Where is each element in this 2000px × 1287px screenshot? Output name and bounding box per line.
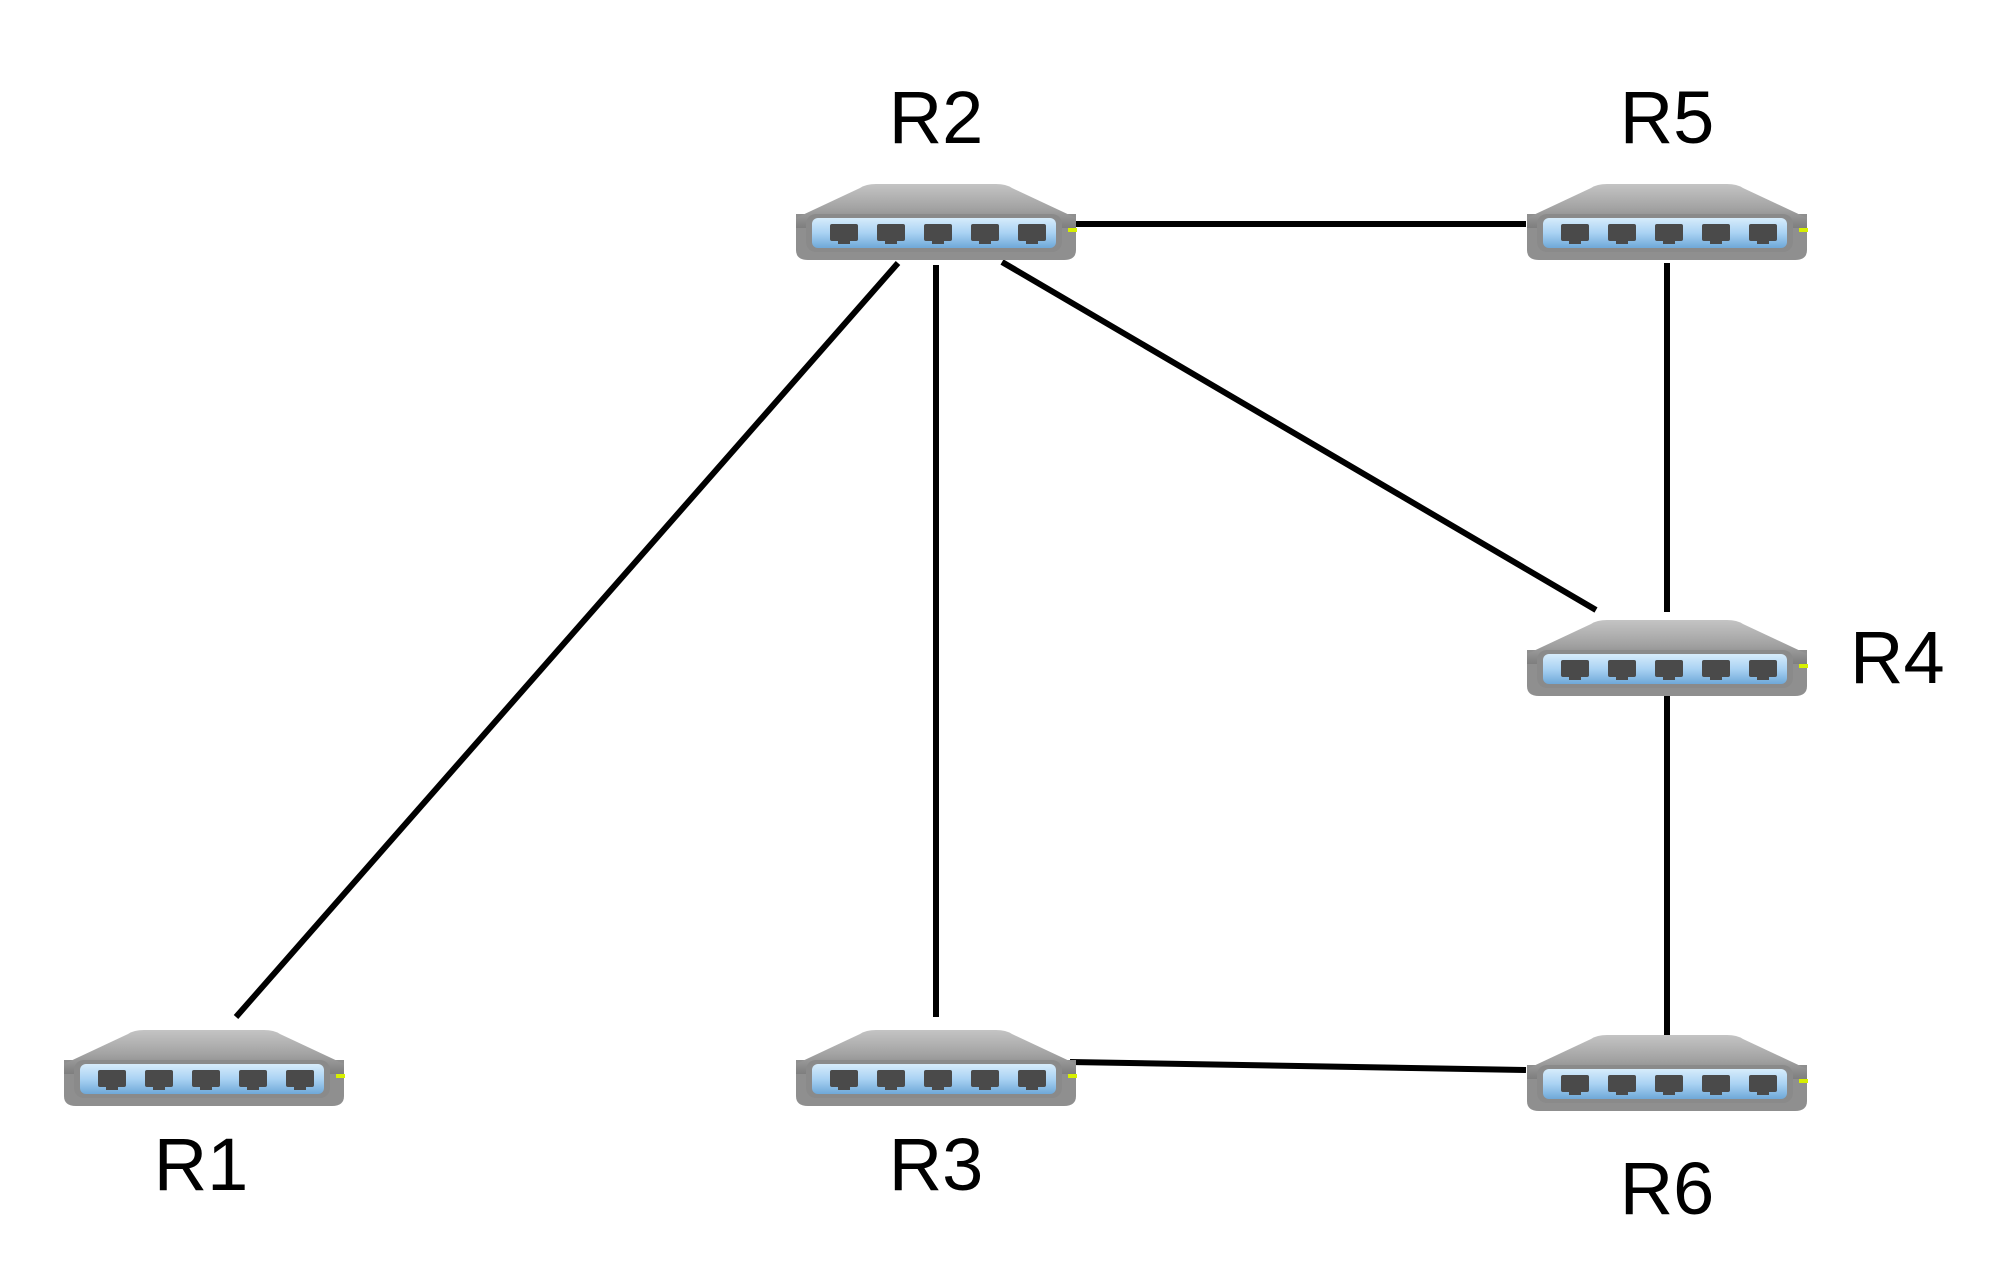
- router-switch-icon: [1527, 620, 1808, 696]
- router-switch-icon: [1527, 1035, 1808, 1111]
- node-r6[interactable]: R6: [1527, 1035, 1808, 1230]
- node-r3[interactable]: R3: [796, 1030, 1077, 1206]
- router-switch-icon: [796, 1030, 1077, 1106]
- node-label-r5: R5: [1620, 76, 1715, 159]
- link-r3-r6: [1069, 1059, 1527, 1073]
- link-r2-r4: [1000, 259, 1598, 613]
- router-switch-icon: [1527, 184, 1808, 260]
- node-label-r6: R6: [1620, 1147, 1715, 1230]
- node-r1[interactable]: R1: [64, 1030, 345, 1206]
- router-switch-icon: [796, 184, 1077, 260]
- node-label-r2: R2: [889, 76, 984, 159]
- node-r5[interactable]: R5: [1527, 76, 1808, 260]
- node-label-r4: R4: [1850, 616, 1945, 699]
- node-r2[interactable]: R2: [796, 76, 1077, 260]
- link-r1-r2: [233, 261, 901, 1019]
- node-label-r1: R1: [154, 1123, 249, 1206]
- node-label-r3: R3: [889, 1123, 984, 1206]
- links-layer: [233, 221, 1670, 1073]
- router-switch-icon: [64, 1030, 345, 1106]
- node-r4[interactable]: R4: [1527, 616, 1945, 699]
